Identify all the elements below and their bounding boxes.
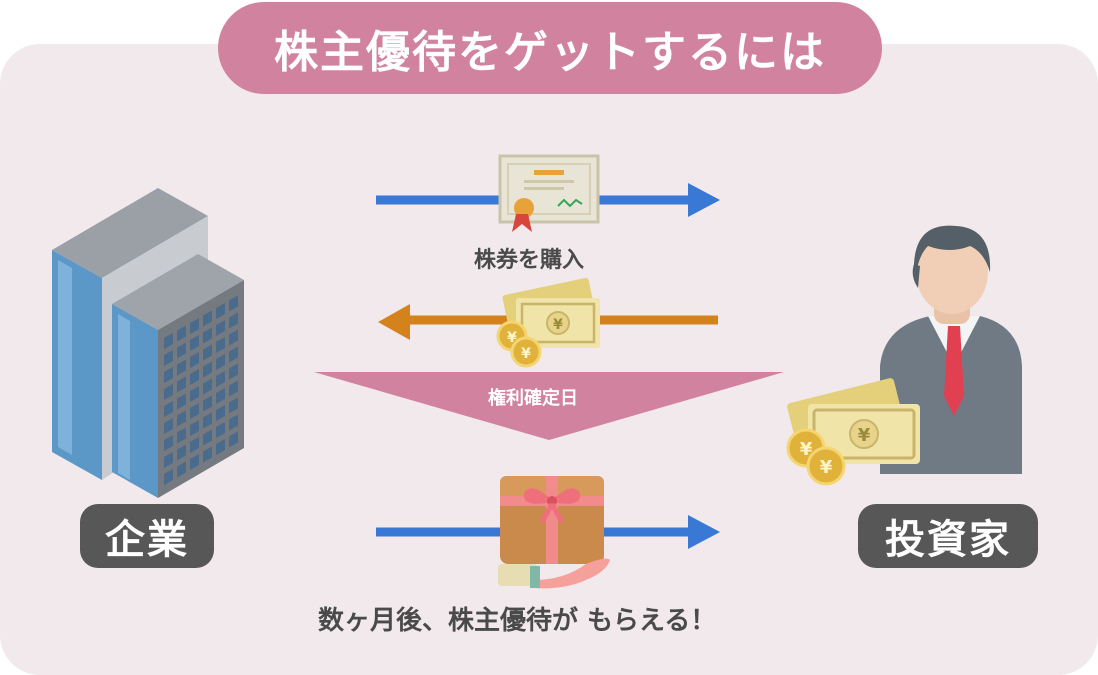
page-title: 株主優待をゲットするには [218,2,882,94]
result-caption: 数ヶ月後、株主優待が もらえる！ [318,606,717,636]
record-date-banner [314,372,784,440]
coin-yen-label: ¥ [521,346,531,362]
coin-yen-label: ¥ [553,317,563,333]
gift-box-icon [498,476,610,589]
building-icon [52,188,244,498]
coin-yen-label: ¥ [858,425,871,446]
investor-label: 投資家 [858,504,1038,568]
cash-in-hand-icon: ¥ ¥ ¥ [786,378,920,486]
money-icon: ¥ ¥ ¥ [496,277,600,368]
company-label: 企業 [80,504,214,568]
buy-stock-caption: 株券を購入 [474,248,585,273]
record-date-label: 権利確定日 [488,388,578,409]
certificate-icon [498,154,600,232]
coin-yen-label: ¥ [820,457,833,478]
coin-yen-label: ¥ [507,330,517,346]
coin-yen-label: ¥ [800,439,813,460]
